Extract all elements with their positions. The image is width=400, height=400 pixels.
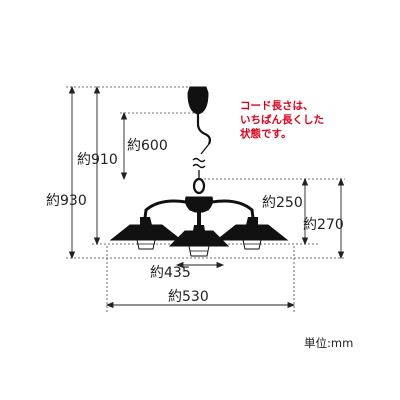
center-shade xyxy=(168,225,230,257)
unit-label: 単位:mm xyxy=(304,336,354,350)
top-ring xyxy=(192,177,206,195)
right-shade xyxy=(215,217,289,250)
label-530: 約530 xyxy=(168,289,209,305)
left-arm xyxy=(143,199,187,219)
ceiling-canopy xyxy=(187,86,209,115)
label-930: 約930 xyxy=(46,193,87,209)
central-body xyxy=(185,196,213,213)
label-435: 約435 xyxy=(150,265,191,281)
cord-break-symbol xyxy=(192,157,206,169)
hook xyxy=(196,114,211,145)
label-600: 約600 xyxy=(127,138,168,154)
chandelier-lamp xyxy=(109,86,289,257)
center-stem xyxy=(197,212,201,226)
cord-upper xyxy=(200,143,210,155)
label-270: 約270 xyxy=(303,217,344,233)
dimension-arrows xyxy=(68,85,345,309)
right-arm xyxy=(211,199,255,219)
label-910: 約910 xyxy=(77,152,118,168)
label-250: 約250 xyxy=(262,195,303,211)
cord-length-note: コード長さは、 いちばん長くした 状態です。 xyxy=(240,100,324,140)
